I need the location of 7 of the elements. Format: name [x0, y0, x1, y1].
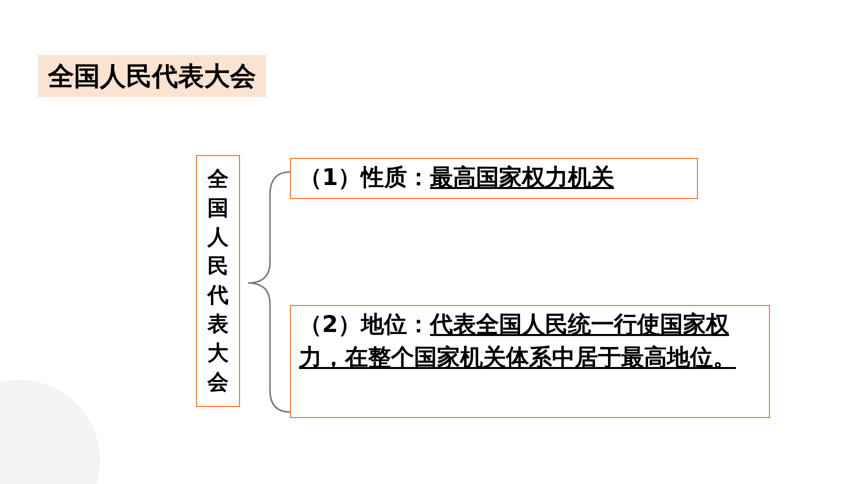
- box-text: （1）性质：最高国家权力机关: [299, 164, 616, 193]
- text-box: [290, 305, 770, 418]
- box-text: （2）地位：代表全国人民统一行使国家权力，在整个国家机关体系中居于最高地位。: [299, 311, 737, 374]
- box-text: 全国人民代表大会: [207, 166, 229, 396]
- title-heading: 全国人民代表大会: [38, 55, 266, 97]
- vertical-label-box: [196, 155, 240, 407]
- text-box: [290, 158, 698, 200]
